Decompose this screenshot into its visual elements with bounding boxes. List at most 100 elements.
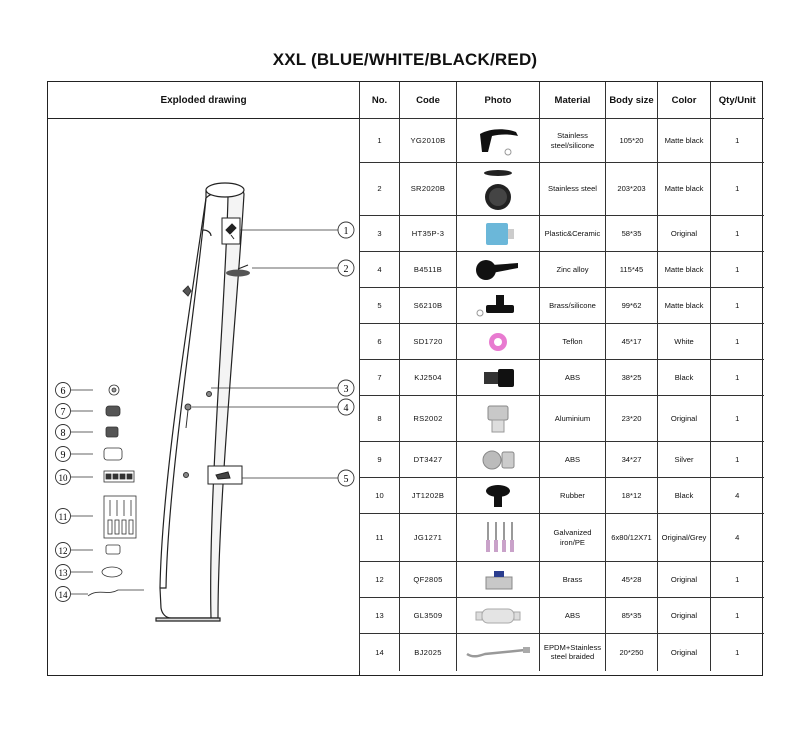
cell-body-size: 115*45 [605,251,658,288]
table-row: 5 S6210B Brass/silicone 99*62 Matte blac… [359,287,764,324]
cell-color: Original [657,395,711,442]
cell-color: Matte black [657,251,711,288]
cell-body-size: 38*25 [605,359,658,396]
cell-body-size: 45*28 [605,561,658,598]
page-title: XXL (BLUE/WHITE/BLACK/RED) [272,49,538,69]
table-row: 11 JG1271 Galvanized iron/PE 6x80/12X71 … [359,513,764,562]
cell-qty: 1 [710,395,764,442]
table-row: 1 YG2010B Stainless steel/silicone 105*2… [359,118,764,163]
cell-body-size: 58*35 [605,215,658,252]
cell-material: ABS [539,441,606,478]
foot-tap-drawing-icon [207,465,243,485]
exploded-drawing-illustration: 1 2 3 4 5 6 7 8 [55,182,355,622]
cell-material: Plastic&Ceramic [539,215,606,252]
col-header-color: Color [657,82,711,119]
exploded-drawing-header: Exploded drawing [48,82,359,119]
left-callouts: 6 7 8 9 10 11 12 13 14 [55,382,71,602]
cell-color: Original [657,561,711,598]
cell-color: Matte black [657,162,711,216]
valve-drawing-icon [182,285,212,478]
cell-code: B4511B [399,251,457,288]
cell-code: JT1202B [399,477,457,514]
table-row: 2 SR2020B Stainless steel 203*203 Matte … [359,162,764,216]
cell-no: 14 [359,633,400,671]
cell-no: 9 [359,441,400,478]
cell-material: Rubber [539,477,606,514]
spec-sheet: XXL (BLUE/WHITE/BLACK/RED) Exploded draw… [47,38,764,676]
cell-no: 1 [359,118,400,163]
braided-hose-icon [456,633,540,671]
left-accessories [71,384,144,597]
callout-6: 6 [61,386,66,397]
table-row: 3 HT35P-3 Plastic&Ceramic 58*35 Original… [359,215,764,252]
cell-material: Stainless steel [539,162,606,216]
callout-10: 10 [59,473,69,483]
cell-no: 8 [359,395,400,442]
cell-no: 7 [359,359,400,396]
cell-body-size: 23*20 [605,395,658,442]
cell-material: Galvanized iron/PE [539,513,606,562]
cell-no: 13 [359,597,400,634]
cell-color: Original [657,215,711,252]
table-row: 12 QF2805 Brass 45*28 Original 1 [359,561,764,598]
filter-icon [456,597,540,634]
cell-code: S6210B [399,287,457,324]
cell-qty: 1 [710,162,764,216]
table-row: 9 DT3427 ABS 34*27 Silver 1 [359,441,764,478]
cartridge-icon [456,215,540,252]
cell-qty: 1 [710,251,764,288]
callout-14: 14 [59,590,69,600]
lever-handle-icon [456,251,540,288]
cell-no: 5 [359,287,400,324]
right-callouts: 1 2 3 4 5 [337,221,355,487]
col-header-code: Code [399,82,457,119]
cell-qty: 1 [710,215,764,252]
col-header-photo: Photo [456,82,540,119]
cell-material: Brass [539,561,606,598]
cell-code: GL3509 [399,597,457,634]
ball-valve-icon [456,561,540,598]
cell-color: Original/Grey [657,513,711,562]
cell-code: BJ2025 [399,633,457,671]
cell-material: EPDM+Stainless steel braided [539,633,606,671]
cell-color: Black [657,359,711,396]
cell-no: 11 [359,513,400,562]
cell-code: QF2805 [399,561,457,598]
cell-qty: 1 [710,118,764,163]
cell-material: Teflon [539,323,606,360]
exploded-drawing-panel: Exploded drawing [48,82,360,675]
cell-body-size: 99*62 [605,287,658,324]
cell-body-size: 18*12 [605,477,658,514]
table-row: 13 GL3509 ABS 85*35 Original 1 [359,597,764,634]
shower-head-icon [456,162,540,216]
cell-qty: 1 [710,287,764,324]
table-row: 7 KJ2504 ABS 38*25 Black 1 [359,359,764,396]
cell-body-size: 203*203 [605,162,658,216]
col-header-body-size: Body size [605,82,658,119]
table-row: 8 RS2002 Aluminium 23*20 Original 1 [359,395,764,442]
shower-head-drawing-icon [226,264,250,277]
cell-material: ABS [539,359,606,396]
cell-qty: 1 [710,597,764,634]
cell-body-size: 34*27 [605,441,658,478]
rubber-foot-icon [456,477,540,514]
cell-color: Matte black [657,287,711,324]
col-header-no: No. [359,82,400,119]
callout-8: 8 [61,428,66,439]
cell-code: YG2010B [399,118,457,163]
cell-code: DT3427 [399,441,457,478]
cell-code: HT35P-3 [399,215,457,252]
col-header-qty: Qty/Unit [710,82,764,119]
cell-code: SD1720 [399,323,457,360]
cell-no: 4 [359,251,400,288]
anchor-bolts-icon [456,513,540,562]
cell-body-size: 45*17 [605,323,658,360]
cell-code: KJ2504 [399,359,457,396]
cell-no: 3 [359,215,400,252]
cell-material: Aluminium [539,395,606,442]
cell-body-size: 6x80/12X71 [605,513,658,562]
hose-connector-icon [456,359,540,396]
cell-color: Black [657,477,711,514]
cell-material: ABS [539,597,606,634]
cell-no: 2 [359,162,400,216]
